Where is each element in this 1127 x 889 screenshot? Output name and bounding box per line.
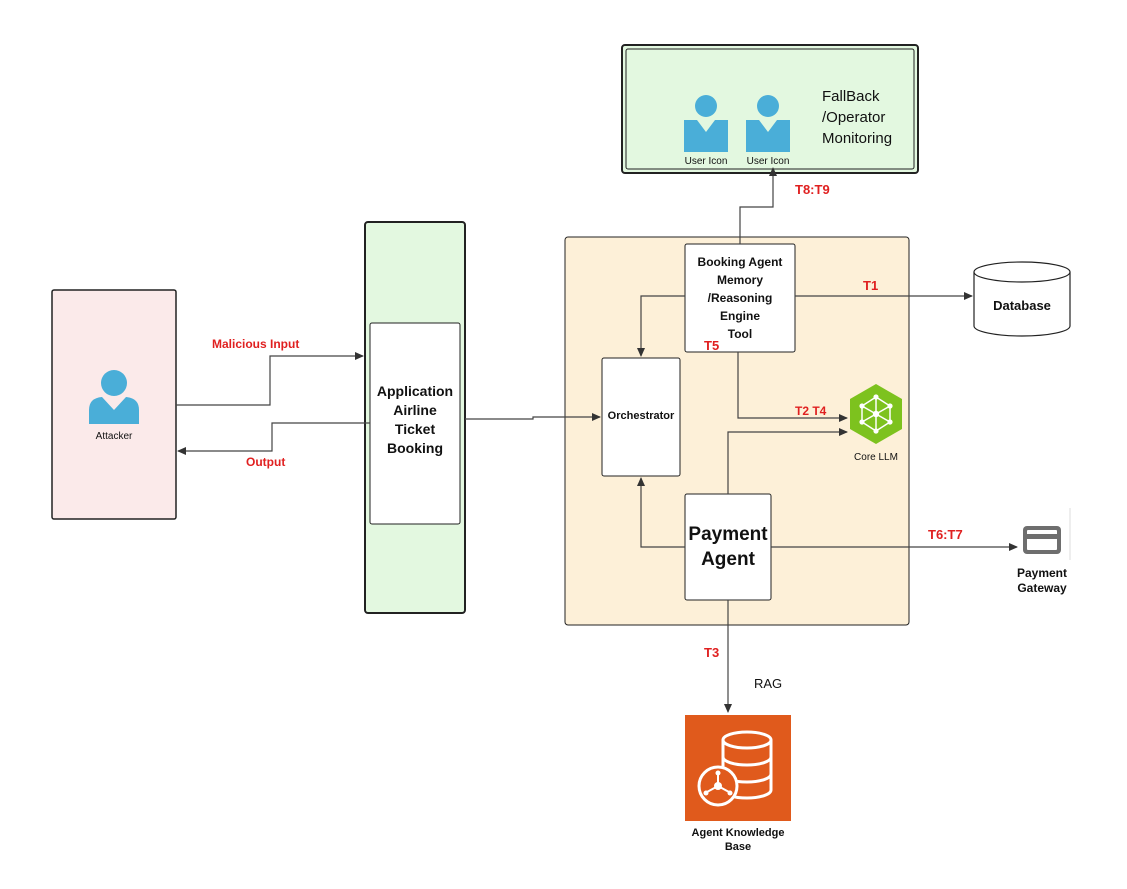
connector-output <box>177 422 370 455</box>
connector-payment-to-orchestrator <box>637 477 685 548</box>
payment-agent-line1: Payment <box>688 524 768 545</box>
booking-agent-line3: /Reasoning <box>707 291 773 305</box>
attacker-box <box>51 289 177 520</box>
edge-label-t2-t4: T2 T4 <box>795 404 827 418</box>
connector-app-to-orchestrator <box>465 413 601 421</box>
booking-agent-line5: Tool <box>727 327 753 341</box>
fallback-title-line3: Monitoring <box>822 130 893 147</box>
payment-agent-label: Payment Agent <box>685 522 771 572</box>
edge-label-rag: RAG <box>754 676 783 691</box>
edge-label-t1: T1 <box>863 278 879 293</box>
operator-2-label: User Icon <box>746 156 790 167</box>
application-label-line2: Airline <box>393 402 437 418</box>
booking-agent-label: Booking Agent Memory /Reasoning Engine T… <box>685 253 795 343</box>
connector-malicious-input <box>176 352 364 406</box>
operator-2-user-icon <box>746 95 790 152</box>
application-label-line4: Booking <box>387 440 443 456</box>
booking-agent-line4: Engine <box>719 309 760 323</box>
fallback-title: FallBack /Operator Monitoring <box>822 86 892 149</box>
edge-label-t8-t9: T8:T9 <box>795 182 830 197</box>
application-label-line3: Ticket <box>394 421 436 437</box>
connector-payment-to-llm <box>727 428 848 494</box>
connector-booking-to-llm <box>737 352 848 422</box>
payment-gateway-line1: Payment <box>1016 566 1068 580</box>
neural-network-icon <box>850 384 902 444</box>
attacker-user-icon <box>89 370 139 424</box>
payment-gateway-label: Payment Gateway <box>1007 566 1077 596</box>
application-label-line1: Application <box>376 383 454 399</box>
edge-label-malicious-input: Malicious Input <box>212 337 300 351</box>
booking-agent-line1: Booking Agent <box>697 255 783 269</box>
knowledge-base-line1: Agent Knowledge <box>691 827 785 839</box>
payment-agent-line2: Agent <box>701 549 755 570</box>
edge-label-t3: T3 <box>704 645 720 660</box>
connector-booking-to-orchestrator <box>637 295 685 357</box>
connector-booking-to-fallback <box>739 167 777 244</box>
payment-gateway-line2: Gateway <box>1017 581 1067 595</box>
database-network-icon <box>685 715 791 821</box>
knowledge-base-label: Agent Knowledge Base <box>668 826 808 854</box>
edge-label-t6-t7: T6:T7 <box>928 527 963 542</box>
database-cylinder <box>973 261 1071 337</box>
edge-label-output: Output <box>246 455 286 469</box>
edge-label-t5: T5 <box>704 338 720 353</box>
orchestrator-box <box>601 357 681 477</box>
fallback-title-line1: FallBack <box>822 88 880 105</box>
attacker-label: Attacker <box>95 431 133 442</box>
fallback-title-line2: /Operator <box>822 109 886 126</box>
operator-1-user-icon <box>684 95 728 152</box>
orchestrator-label: Orchestrator <box>607 410 675 422</box>
credit-card-icon <box>1023 508 1071 560</box>
core-llm-label: Core LLM <box>854 452 898 463</box>
operator-1-label: User Icon <box>684 156 728 167</box>
application-label: Application Airline Ticket Booking <box>370 382 460 458</box>
database-label: Database <box>993 298 1051 313</box>
booking-agent-line2: Memory <box>716 273 763 287</box>
knowledge-base-line2: Base <box>724 841 752 853</box>
agent-system-area <box>564 236 910 626</box>
